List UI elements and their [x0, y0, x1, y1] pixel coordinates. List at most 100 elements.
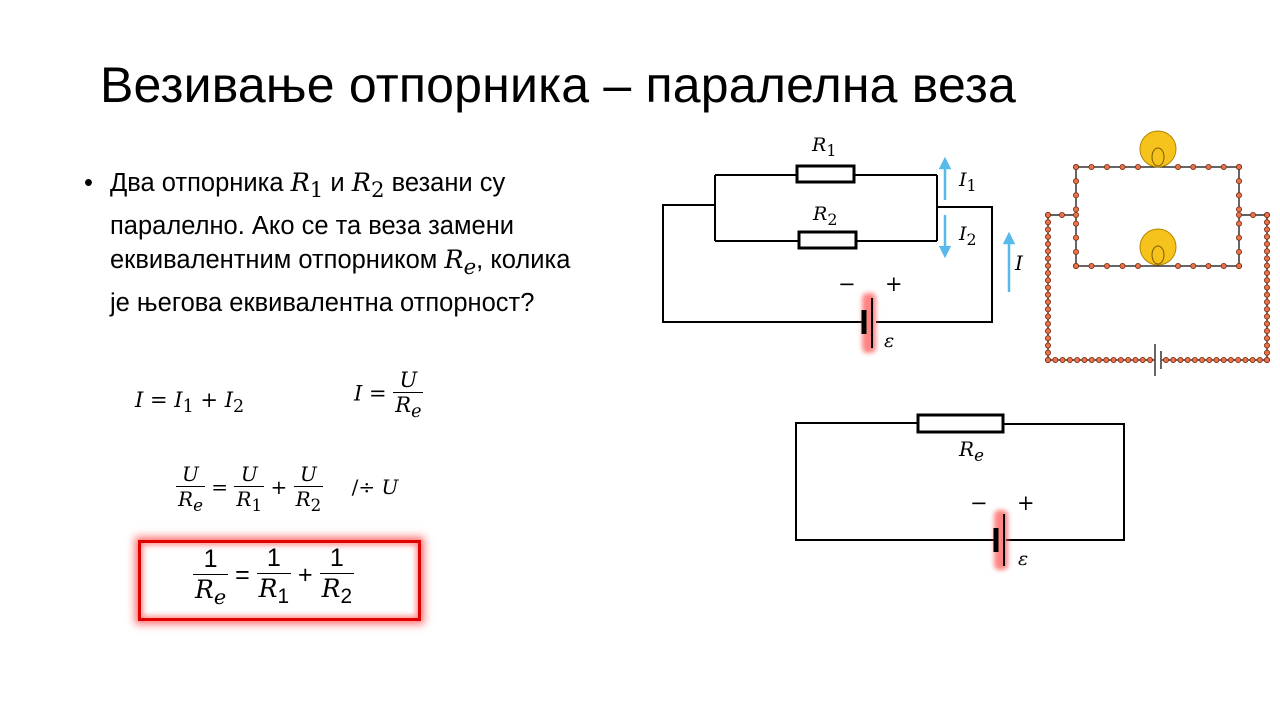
bead: [1236, 206, 1243, 213]
bead: [1236, 192, 1243, 199]
bead: [1242, 356, 1249, 363]
bulb-bottom: [1139, 228, 1177, 266]
battery-symbol: [861, 293, 876, 353]
bead: [1045, 349, 1052, 356]
bead: [1135, 163, 1142, 170]
bead: [1045, 284, 1052, 291]
label-minus: −: [838, 272, 856, 296]
bead: [1073, 178, 1080, 185]
bead: [1264, 320, 1271, 327]
bead: [1175, 163, 1182, 170]
label-i: I: [1015, 251, 1023, 275]
equation-ohms-law: I = U Re: [354, 368, 424, 423]
bead: [1184, 356, 1191, 363]
bead: [1081, 356, 1088, 363]
result-highlight-box: [138, 540, 421, 621]
bead: [1073, 248, 1080, 255]
resistor-r2: [797, 230, 858, 250]
bead: [1236, 262, 1243, 269]
label-plus: +: [1017, 491, 1035, 515]
bead: [1199, 356, 1206, 363]
fraction: U R1: [234, 462, 265, 515]
bead: [1264, 255, 1271, 262]
var-r: R: [351, 168, 371, 198]
bead: [1066, 356, 1073, 363]
bead: [1264, 298, 1271, 305]
equation-current-sum: I = I1 + I2: [135, 388, 245, 418]
bead: [1045, 320, 1052, 327]
bead: [1096, 356, 1103, 363]
bead: [1163, 356, 1170, 363]
bead: [1073, 192, 1080, 199]
bead: [1205, 262, 1212, 269]
bead: [1088, 163, 1095, 170]
bead: [1088, 356, 1095, 363]
bead: [1264, 291, 1271, 298]
bead: [1104, 163, 1111, 170]
bead: [1110, 356, 1117, 363]
bead: [1045, 226, 1052, 233]
bead: [1045, 291, 1052, 298]
bead: [1045, 298, 1052, 305]
resistor-re: [916, 413, 1005, 434]
bead: [1045, 356, 1052, 363]
bead: [1045, 211, 1052, 218]
fraction: U Re: [176, 462, 205, 515]
bead: [1264, 219, 1271, 226]
bead: [1249, 356, 1256, 363]
label-emf: ε: [884, 330, 895, 352]
bead: [1073, 262, 1080, 269]
bead: [1264, 356, 1271, 363]
resistor-r1: [795, 164, 856, 184]
bead: [1045, 255, 1052, 262]
bead: [1264, 248, 1271, 255]
bead: [1220, 163, 1227, 170]
equation-result: 1 Re = 1 R1 + 1 R2: [193, 544, 355, 609]
label-i1: I1: [959, 169, 977, 195]
bead: [1073, 163, 1080, 170]
bead: [1264, 327, 1271, 334]
bead: [1147, 356, 1154, 363]
bead: [1119, 163, 1126, 170]
bead: [1236, 248, 1243, 255]
bead: [1264, 226, 1271, 233]
bead: [1205, 163, 1212, 170]
bead: [1103, 356, 1110, 363]
bead: [1264, 233, 1271, 240]
var-r: R: [444, 245, 464, 276]
equation-divided: U Re = U R1 + U R2 /÷ U: [176, 462, 399, 515]
bead: [1177, 356, 1184, 363]
bead: [1045, 248, 1052, 255]
bead: [1052, 356, 1059, 363]
bead: [1264, 284, 1271, 291]
bead: [1045, 335, 1052, 342]
bulb-circuit-model: [1045, 130, 1271, 376]
bead: [1235, 356, 1242, 363]
label-plus: +: [885, 272, 903, 296]
bead: [1073, 220, 1080, 227]
bead: [1175, 262, 1182, 269]
bead: [1045, 240, 1052, 247]
bead: [1088, 262, 1095, 269]
fraction: U Re: [393, 368, 424, 423]
bead: [1264, 313, 1271, 320]
bead: [1073, 206, 1080, 213]
fraction: 1 Re: [193, 544, 229, 609]
parallel-circuit: [662, 174, 993, 323]
var-r: R: [290, 168, 310, 198]
bead: [1139, 356, 1146, 363]
bead: [1236, 178, 1243, 185]
bead: [1045, 327, 1052, 334]
bead: [1264, 262, 1271, 269]
bead: [1045, 269, 1052, 276]
label-r2: R2: [813, 203, 838, 229]
bead: [1045, 306, 1052, 313]
bead: [1236, 163, 1243, 170]
bead: [1206, 356, 1213, 363]
bead: [1045, 277, 1052, 284]
fraction: 1 R2: [319, 544, 355, 608]
bead: [1045, 342, 1052, 349]
bead: [1104, 262, 1111, 269]
bead: [1119, 262, 1126, 269]
